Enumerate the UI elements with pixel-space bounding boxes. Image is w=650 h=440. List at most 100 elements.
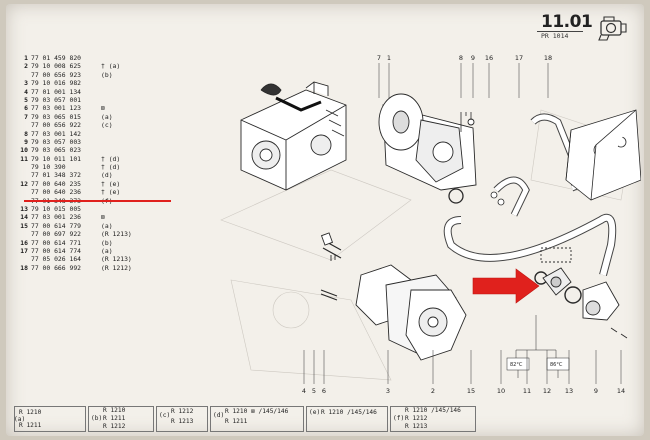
parts-list-ref [18, 163, 28, 171]
parts-list-pn: 77 01 348 372 [31, 171, 82, 180]
parts-list-pn: 77 00 614 779 [31, 221, 82, 230]
parts-list-row: 77 00 656 923(b) [18, 71, 198, 79]
parts-list-note [101, 79, 161, 87]
parts-list-ref [18, 171, 28, 179]
legend-box-f: R 1210 /145/146 (f) R 1212 R 1213 [390, 406, 476, 432]
parts-list-ref: 2 [24, 62, 28, 71]
legend-a-line-2: R 1211 [19, 422, 42, 429]
parts-list-note: † (d) [101, 163, 121, 172]
legend-d-line-1: R 1210 ⊠ /145/146 [225, 408, 289, 415]
legend-c-tag: (c) [159, 412, 171, 419]
thermostat-temp-82: 82°C [510, 362, 523, 368]
callout-bottom-6: 6 [322, 387, 326, 395]
parts-list-ref: 5 [24, 95, 28, 104]
legend-b-tag: (b) [91, 415, 103, 422]
parts-list-note: (a) [101, 221, 113, 230]
parts-list-ref: 6 [24, 104, 28, 113]
parts-list-ref: 17 [20, 246, 28, 255]
parts-list-note: ⊠ [101, 104, 105, 113]
engine-icon [598, 16, 627, 41]
parts-list-pn: 79 10 011 101 [31, 154, 82, 163]
parts-list-note: (R 1213) [101, 255, 132, 264]
parts-list-note [101, 96, 161, 104]
footer-legend: R 1210 (a) R 1211 R 1210 (b) R 1211 R 12… [14, 406, 634, 432]
parts-list-pn: 77 00 614 771 [31, 238, 82, 247]
parts-list-note: † (d) [101, 154, 121, 163]
parts-list-ref: 1 [24, 54, 28, 62]
parts-list-pn: 79 03 057 001 [31, 95, 82, 104]
callout-bottom-5: 5 [312, 387, 316, 395]
thermostat-housing-icon [534, 247, 628, 339]
parts-list-pn: 77 00 666 992 [31, 263, 82, 272]
legend-d-tag: (d) [213, 412, 225, 419]
parts-list-pn: 79 03 065 015 [31, 112, 82, 121]
page-subtitle: PR 1014 [541, 32, 569, 40]
parts-list-ref: 8 [24, 129, 28, 138]
legend-a-line-1: R 1210 [19, 409, 42, 416]
legend-box-a: R 1210 (a) R 1211 [14, 406, 86, 432]
parts-list-row: 79 10 390 † (d) [18, 163, 198, 171]
water-pump-top-icon [378, 93, 477, 204]
callout-top-16: 16 [485, 54, 493, 62]
parts-list-ref [18, 71, 28, 79]
parts-list-ref: 18 [20, 263, 28, 272]
legend-f-line-2: R 1212 [405, 415, 428, 422]
callout-bottom-4: 4 [302, 387, 306, 395]
parts-list-pn: 79 03 065 023 [31, 146, 82, 155]
callout-bottom-3: 3 [386, 387, 390, 395]
parts-list-note: (c) [101, 121, 113, 130]
parts-list-ref [18, 255, 28, 263]
parts-list-note: (R 1212) [101, 263, 132, 272]
legend-box-d: (d) R 1210 ⊠ /145/146 R 1211 [210, 406, 304, 432]
parts-list-pn: 79 03 057 003 [31, 137, 82, 146]
parts-list-ref: 12 [20, 179, 28, 188]
parts-list-pn: 77 05 026 164 [31, 255, 82, 264]
header-rule [537, 31, 583, 32]
parts-list-ref: 16 [20, 238, 28, 247]
callout-top-18: 18 [544, 54, 552, 62]
callout-bottom-10: 10 [497, 387, 505, 395]
parts-list-ref: 14 [20, 213, 28, 222]
parts-list-row: 77 01 348 372(d) [18, 171, 198, 179]
parts-list-ref: 13 [20, 205, 28, 214]
legend-f-tag: (f) [393, 415, 405, 422]
legend-b-line-1: R 1210 [103, 407, 126, 414]
parts-list-pn: 77 00 614 774 [31, 246, 82, 255]
parts-list-note: (a) [101, 246, 113, 255]
parts-list-ref: 10 [20, 146, 28, 155]
legend-box-b: R 1210 (b) R 1211 R 1212 [88, 406, 154, 432]
parts-list-pn: 77 01 001 134 [31, 87, 82, 96]
callout-bottom-9: 9 [594, 387, 598, 395]
legend-a-tag: (a) [14, 416, 26, 423]
highlight-underline [24, 200, 171, 202]
parts-list-note: † (a) [101, 62, 121, 71]
callout-bottom-15: 15 [467, 387, 475, 395]
legend-c-line-1: R 1212 [171, 408, 194, 415]
parts-list-row: 77 00 697 922(R 1213) [18, 230, 198, 238]
parts-list-ref: 3 [24, 79, 28, 88]
legend-box-c: (c) R 1212 R 1213 [156, 406, 208, 432]
parts-list-note: (b) [101, 238, 113, 247]
callout-bottom-14: 14 [617, 387, 625, 395]
parts-list-pn: 77 00 697 922 [31, 230, 82, 239]
parts-list-ref: 9 [24, 137, 28, 146]
legend-e-tag: (e) [309, 409, 321, 416]
